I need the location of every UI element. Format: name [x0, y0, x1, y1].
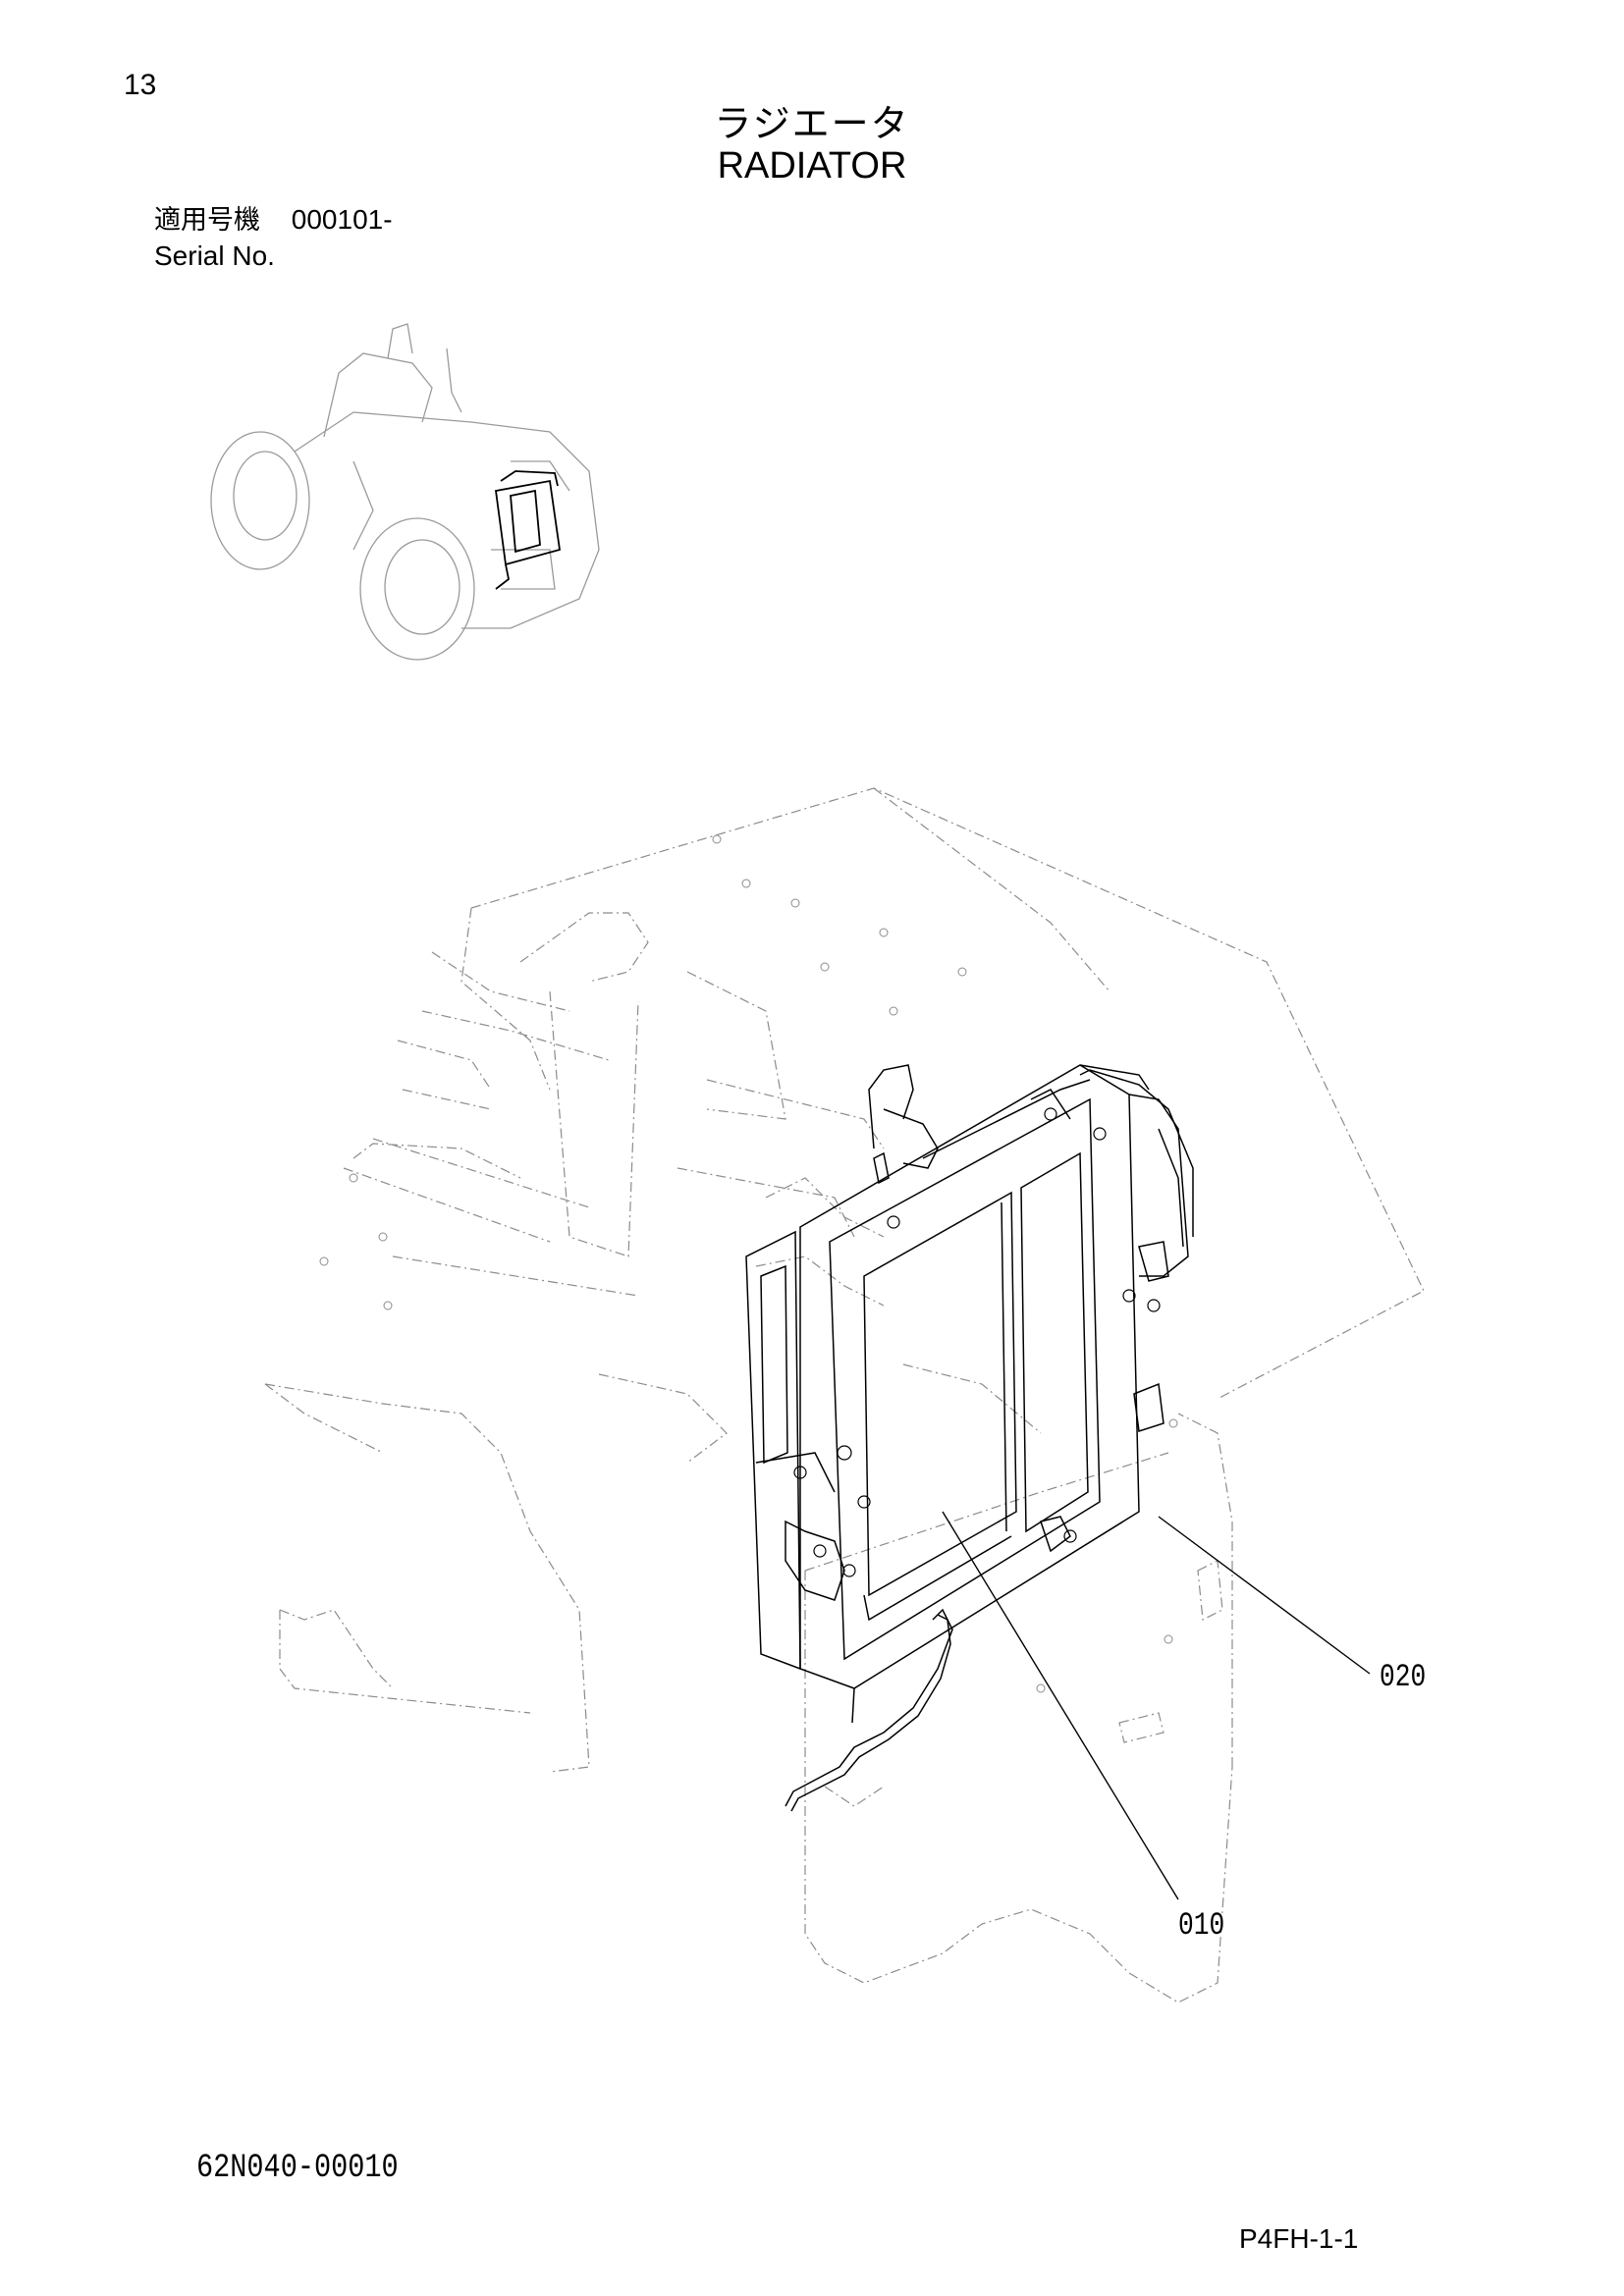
locator-radiator-highlight	[494, 470, 562, 590]
leader-line-020	[1158, 1516, 1371, 1675]
page-title-japanese: ラジエータ	[714, 102, 910, 145]
leader-lines	[942, 1511, 1371, 1900]
callout-010: 010	[1178, 1907, 1225, 1944]
chassis-holes	[319, 834, 1178, 1693]
locator-thumbnail	[210, 323, 600, 661]
serial-block: 適用号機 000101- Serial No.	[154, 202, 393, 274]
leader-line-010	[942, 1511, 1179, 1900]
serial-row: 適用号機 000101-	[154, 202, 393, 239]
chassis-outline	[264, 787, 1425, 1773]
drawing-code: 62N040-00010	[196, 2150, 399, 2187]
serial-label: Serial No.	[154, 240, 275, 271]
fasteners	[793, 1107, 1161, 1577]
upper-frame-members	[519, 912, 885, 1464]
page-number: 13	[124, 69, 157, 101]
page-title: RADIATOR	[717, 145, 907, 187]
serial-label-japanese: 適用号機	[154, 205, 260, 236]
sheet-code: P4FH-1-1	[1239, 2223, 1359, 2254]
front-panel-outline	[804, 1413, 1233, 2003]
radiator-assembly	[745, 1064, 1194, 1812]
serial-value: 000101-	[291, 204, 393, 235]
callout-020: 020	[1380, 1659, 1427, 1695]
